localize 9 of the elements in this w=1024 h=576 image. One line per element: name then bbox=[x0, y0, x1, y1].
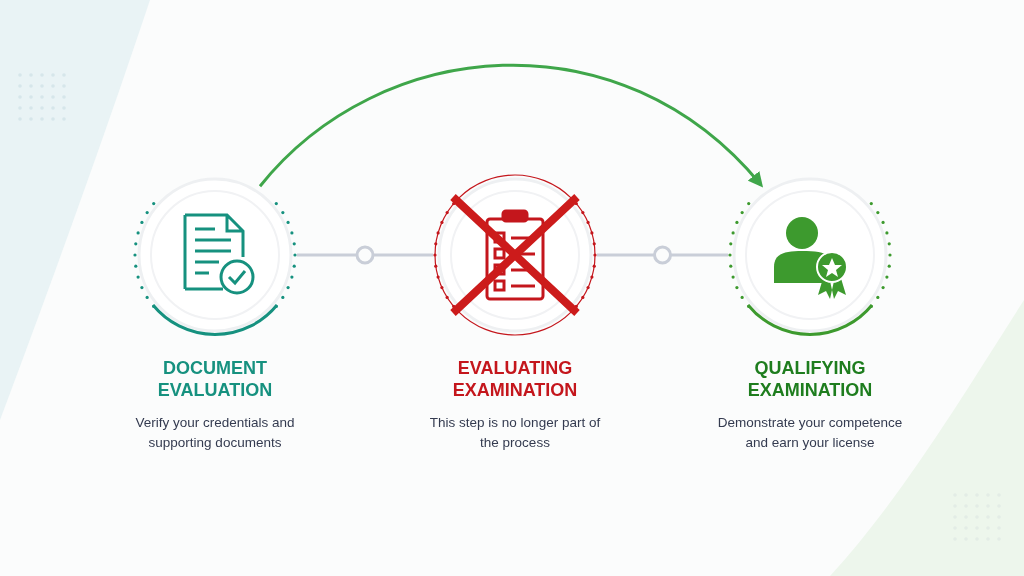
step-description: Verify your credentials and supporting documents bbox=[135, 415, 295, 450]
connector-line bbox=[297, 253, 433, 257]
step-description: This step is no longer part of the process bbox=[429, 415, 601, 450]
connector-line bbox=[597, 253, 728, 257]
arrow bbox=[258, 64, 764, 188]
step-title: QUALIFYING EXAMINATION bbox=[747, 358, 873, 400]
step-title: DOCUMENT EVALUATION bbox=[157, 358, 273, 400]
step-title: EVALUATING EXAMINATION bbox=[452, 358, 578, 400]
step-description: Demonstrate your competence and earn your license bbox=[717, 415, 903, 450]
